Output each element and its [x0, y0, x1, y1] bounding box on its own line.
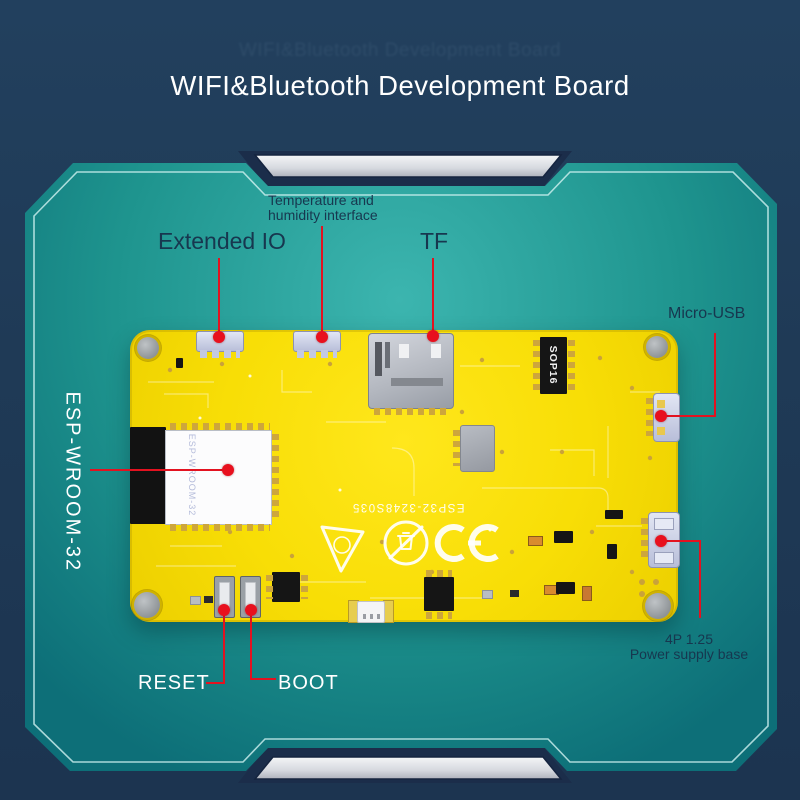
temp-humidity-connector-pins	[297, 350, 337, 358]
ic-chip	[272, 572, 300, 602]
silver-bar-bottom	[253, 756, 563, 780]
esp-pins-right	[272, 434, 279, 520]
pointer-dot-temp-humidity	[316, 331, 328, 343]
label-tf: TF	[420, 228, 449, 254]
screw-hole	[137, 337, 159, 359]
ic-pins	[301, 575, 308, 599]
sop16-pins-left	[533, 340, 540, 392]
smd-component	[607, 544, 617, 559]
tf-slot-pins	[374, 408, 448, 415]
soic8-pins	[426, 612, 452, 619]
teal-plate-outline	[33, 171, 769, 763]
esp-module-print: ESP-WROOM-32	[187, 433, 197, 517]
pointer-line-boot-v	[250, 612, 252, 680]
resistor	[582, 586, 592, 601]
page-title: WIFI&Bluetooth Development Board	[170, 70, 630, 101]
screw-hole	[645, 593, 671, 619]
pointer-line-micro-usb-v	[714, 333, 716, 417]
resistor	[528, 536, 543, 546]
label-temp-humidity: Temperature and humidity interface	[268, 193, 378, 223]
pointer-line-temp-humidity	[321, 226, 323, 337]
pointer-dot-power	[655, 535, 667, 547]
tf-card-slot	[368, 333, 454, 409]
silver-bar-top	[253, 154, 563, 178]
screw-hole	[134, 592, 160, 618]
capacitor	[482, 590, 493, 599]
label-power-line2: Power supply base	[629, 646, 749, 662]
esp-module-shield	[165, 430, 272, 525]
label-extended-io: Extended IO	[158, 228, 286, 254]
label-temp-humidity-line1: Temperature and	[268, 192, 374, 208]
label-esp-wroom-32: ESP-WROOM-32	[61, 391, 84, 573]
esp-pins-bottom	[170, 524, 270, 531]
capacitor	[510, 590, 519, 597]
pointer-line-power-v	[699, 540, 701, 618]
ghost-title: WIFI&Bluetooth Development Board	[238, 40, 562, 61]
gray-connector-pins	[453, 430, 460, 466]
pointer-dot-tf	[427, 330, 439, 342]
gray-connector	[460, 425, 495, 472]
label-micro-usb: Micro-USB	[668, 305, 746, 322]
pcb-silkscreen	[148, 355, 660, 599]
pointer-dot-reset	[218, 604, 230, 616]
sop16-label: SOP16	[547, 345, 559, 385]
screw-hole	[646, 336, 668, 358]
diode	[605, 510, 623, 519]
esp-antenna-area	[130, 427, 166, 524]
sot23-transistor	[556, 582, 575, 594]
sot23-transistor	[554, 531, 573, 543]
pointer-line-reset-v	[223, 612, 225, 684]
pointer-dot-boot	[245, 604, 257, 616]
capacitor	[190, 596, 201, 605]
triangle-logo	[320, 525, 365, 573]
pointer-line-reset-h	[206, 682, 225, 684]
pointer-dot-micro-usb	[655, 410, 667, 422]
pointer-line-power-h	[661, 540, 701, 542]
extended-io-connector-pins	[200, 350, 240, 358]
label-power-line1: 4P 1.25	[664, 631, 713, 647]
pointer-dot-esp	[222, 464, 234, 476]
pointer-line-micro-usb-h	[661, 415, 716, 417]
esp-pins-top	[170, 423, 270, 430]
pointer-line-tf	[432, 258, 434, 336]
weee-bin-logo	[383, 520, 429, 566]
sop16-chip	[540, 337, 567, 394]
pointer-line-boot-h	[250, 678, 276, 680]
soic8-pins	[426, 570, 452, 577]
power-connector-pins	[641, 518, 648, 560]
model-number-silkscreen: ESP32-3248S035	[351, 501, 465, 513]
pointer-dot-extended-io	[213, 331, 225, 343]
label-boot: BOOT	[278, 672, 339, 694]
label-power-supply: 4P 1.25 Power supply base	[600, 632, 778, 662]
label-reset: RESET	[138, 672, 210, 694]
pointer-line-esp	[90, 469, 228, 471]
soic8-chip	[424, 577, 454, 611]
capacitor	[204, 596, 213, 603]
pointer-line-extended-io	[218, 258, 220, 337]
smd-component	[176, 358, 183, 368]
micro-usb-pins	[646, 398, 653, 436]
ce-mark	[434, 524, 499, 562]
pcb-board: SOP16 ESP-WROOM-32	[130, 330, 680, 623]
speaker-connector	[357, 601, 385, 623]
ic-pins	[266, 575, 273, 599]
sop16-pins-right	[568, 340, 575, 392]
label-temp-humidity-line2: humidity interface	[268, 207, 378, 223]
